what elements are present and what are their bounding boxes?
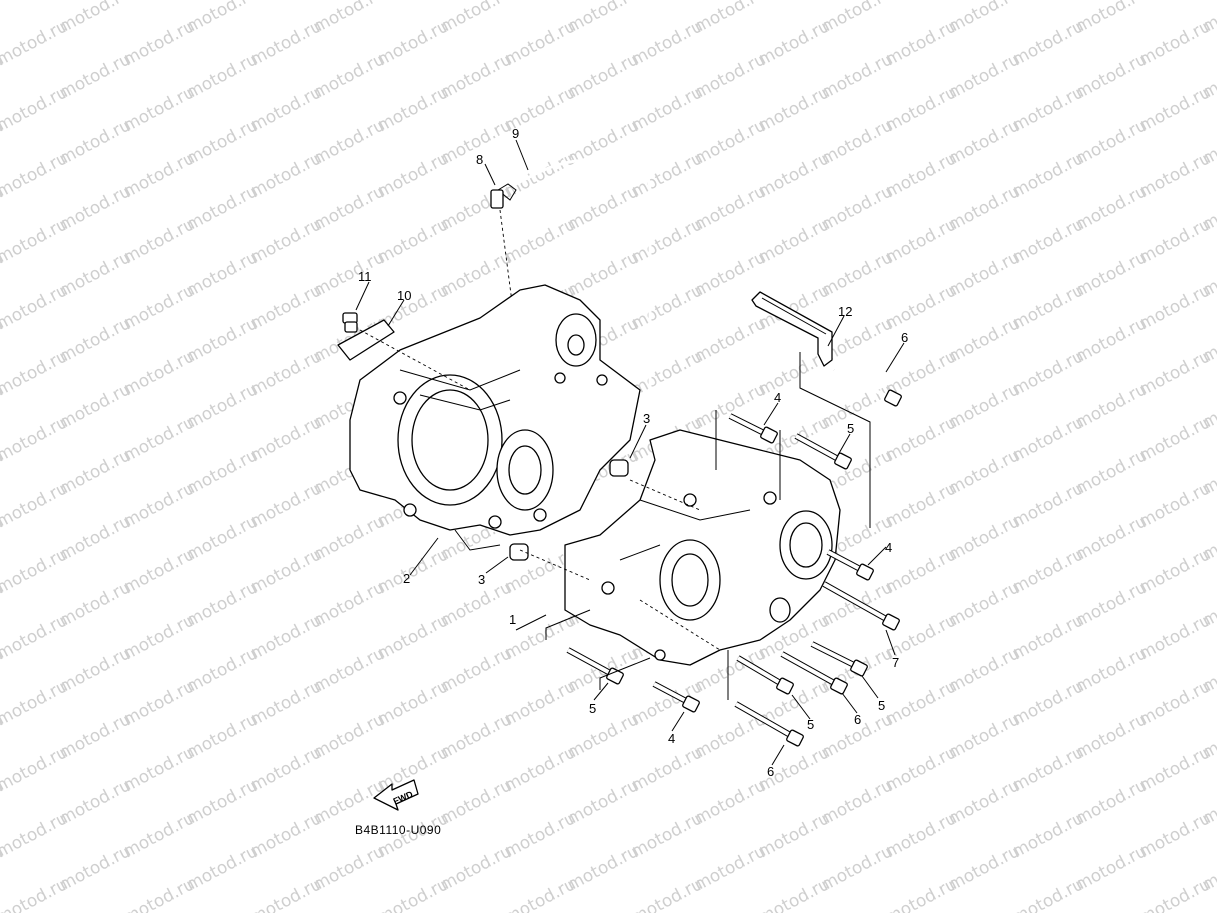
bolt-4-right: [826, 549, 874, 581]
callout-labels: 1 2 3 3 4 4 4 5 5 5 5 6 6 6 7 8 9 10 11 …: [358, 126, 908, 779]
bolt-5-top: [794, 433, 852, 470]
callout-label: 5: [807, 717, 814, 732]
bolt-4-bottom: [652, 681, 700, 713]
right-crankcase: [564, 429, 841, 666]
bolt-7: [822, 581, 900, 631]
callout-label: 6: [901, 330, 908, 345]
callout-label: 10: [397, 288, 411, 303]
callout-label: 8: [476, 152, 483, 167]
callout-label: 3: [478, 572, 485, 587]
fwd-arrow-icon: FWD: [373, 779, 419, 811]
cover-plate-10: [337, 319, 395, 361]
callout-label: 11: [358, 269, 372, 284]
callout-label: 1: [509, 612, 516, 627]
callout-label: 5: [878, 698, 885, 713]
bracket-12: [751, 291, 833, 367]
dowel-pin-lower: [509, 543, 529, 561]
bolt-4-top: [728, 413, 778, 444]
bolt-11: [342, 312, 358, 333]
bolt-6-mid: [780, 651, 848, 695]
bolt-6-bottom: [734, 701, 804, 747]
callout-label: 5: [847, 421, 854, 436]
leader-lines: [355, 139, 905, 766]
bolt-5-mid: [736, 655, 794, 695]
callout-label: 4: [668, 731, 675, 746]
callout-label: 5: [589, 701, 596, 716]
bolt-5-left: [566, 647, 624, 685]
callout-label: 2: [403, 571, 410, 586]
dowel-pin-upper: [609, 459, 629, 477]
bolt-6-top: [833, 368, 902, 407]
callout-label: 4: [774, 390, 781, 405]
assembly-guide-lines: [359, 329, 871, 700]
callout-label: 6: [767, 764, 774, 779]
left-crankcase: [349, 284, 641, 551]
bolt-5-right: [810, 641, 868, 677]
callout-label: 9: [512, 126, 519, 141]
callout-label: 7: [892, 655, 899, 670]
callout-label: 6: [854, 712, 861, 727]
diagram-code: B4B1110-U090: [355, 823, 441, 837]
callout-label: 12: [838, 304, 852, 319]
callout-label: 3: [643, 411, 650, 426]
callout-label: 4: [885, 540, 892, 555]
